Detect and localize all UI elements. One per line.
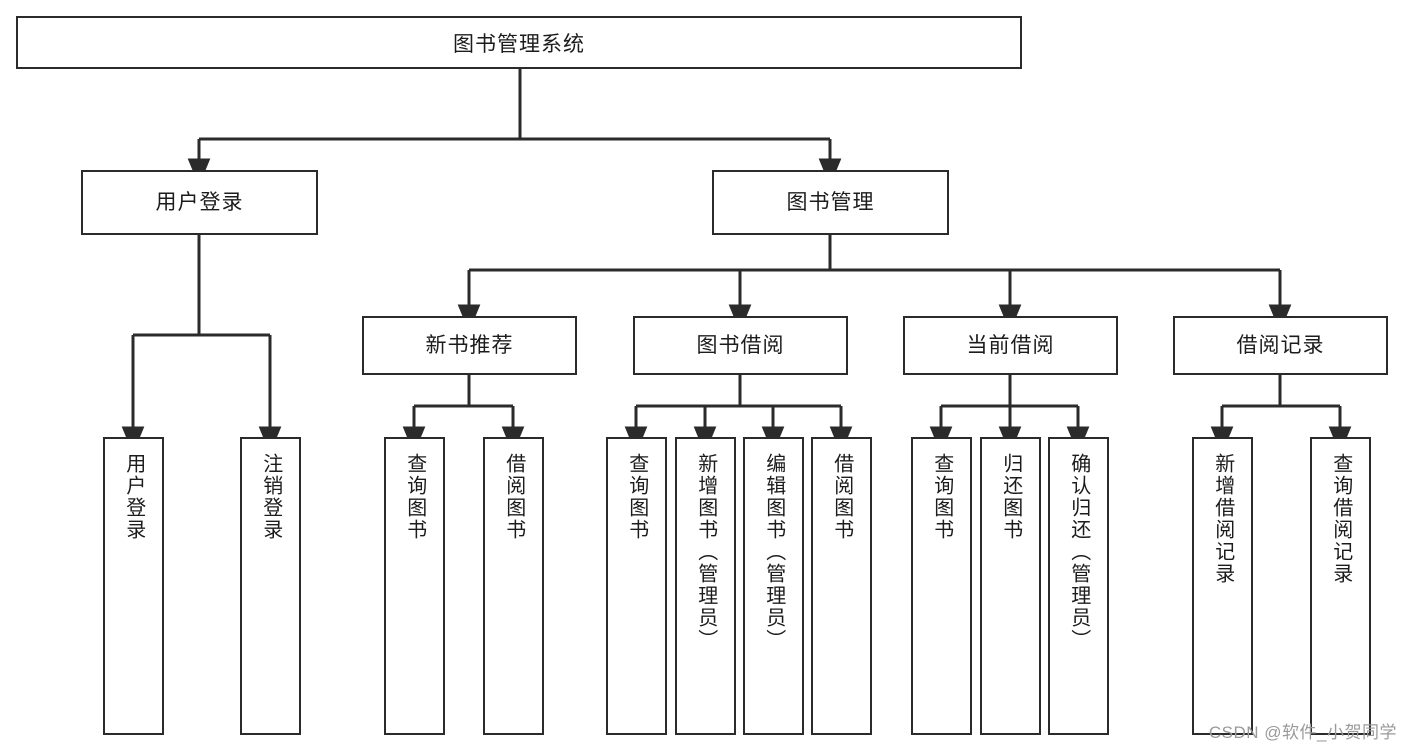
leaf-label: 确认归还（管理员）	[1067, 453, 1090, 651]
leaf-new-book-borrow[interactable]: 借阅图书	[483, 437, 544, 735]
node-label: 借阅记录	[1236, 333, 1325, 357]
leaf-label: 借阅图书	[830, 453, 853, 541]
leaf-current-confirm-return-admin[interactable]: 确认归还（管理员）	[1048, 437, 1109, 735]
leaf-new-book-query[interactable]: 查询图书	[384, 437, 445, 735]
node-label: 图书借阅	[696, 333, 785, 357]
leaf-borrow-query-book[interactable]: 查询图书	[606, 437, 667, 735]
leaf-current-query-book[interactable]: 查询图书	[911, 437, 972, 735]
node-user-login[interactable]: 用户登录	[81, 170, 318, 235]
leaf-label: 查询借阅记录	[1329, 453, 1352, 585]
leaf-borrow-add-book-admin[interactable]: 新增图书（管理员）	[675, 437, 736, 735]
node-new-book-recommend[interactable]: 新书推荐	[362, 316, 577, 375]
leaf-label: 查询图书	[625, 453, 648, 541]
leaf-label: 新增借阅记录	[1211, 453, 1234, 585]
leaf-user-login-logout[interactable]: 注销登录	[240, 437, 301, 735]
leaf-current-return-book[interactable]: 归还图书	[980, 437, 1041, 735]
node-current-borrow[interactable]: 当前借阅	[903, 316, 1118, 375]
leaf-borrow-edit-book-admin[interactable]: 编辑图书（管理员）	[743, 437, 804, 735]
node-borrow-record[interactable]: 借阅记录	[1173, 316, 1388, 375]
leaf-label: 归还图书	[999, 453, 1022, 541]
leaf-label: 用户登录	[122, 453, 145, 541]
leaf-record-query-record[interactable]: 查询借阅记录	[1310, 437, 1371, 735]
node-label: 新书推荐	[425, 333, 514, 357]
node-label: 图书管理系统	[453, 32, 585, 56]
leaf-label: 查询图书	[403, 453, 426, 541]
node-label: 图书管理	[786, 190, 875, 214]
node-label: 当前借阅	[966, 333, 1055, 357]
leaf-label: 查询图书	[930, 453, 953, 541]
node-book-management[interactable]: 图书管理	[712, 170, 949, 235]
node-book-borrow[interactable]: 图书借阅	[633, 316, 848, 375]
leaf-record-add-record[interactable]: 新增借阅记录	[1192, 437, 1253, 735]
leaf-borrow-borrow-book[interactable]: 借阅图书	[811, 437, 872, 735]
leaf-label: 编辑图书（管理员）	[762, 453, 785, 651]
leaf-label: 新增图书（管理员）	[694, 453, 717, 651]
csdn-watermark: CSDN @软件_小贺同学	[1208, 723, 1397, 742]
leaf-label: 借阅图书	[502, 453, 525, 541]
node-root-book-management-system[interactable]: 图书管理系统	[16, 16, 1022, 69]
node-label: 用户登录	[155, 190, 244, 214]
leaf-user-login-login[interactable]: 用户登录	[103, 437, 164, 735]
leaf-label: 注销登录	[259, 453, 282, 541]
